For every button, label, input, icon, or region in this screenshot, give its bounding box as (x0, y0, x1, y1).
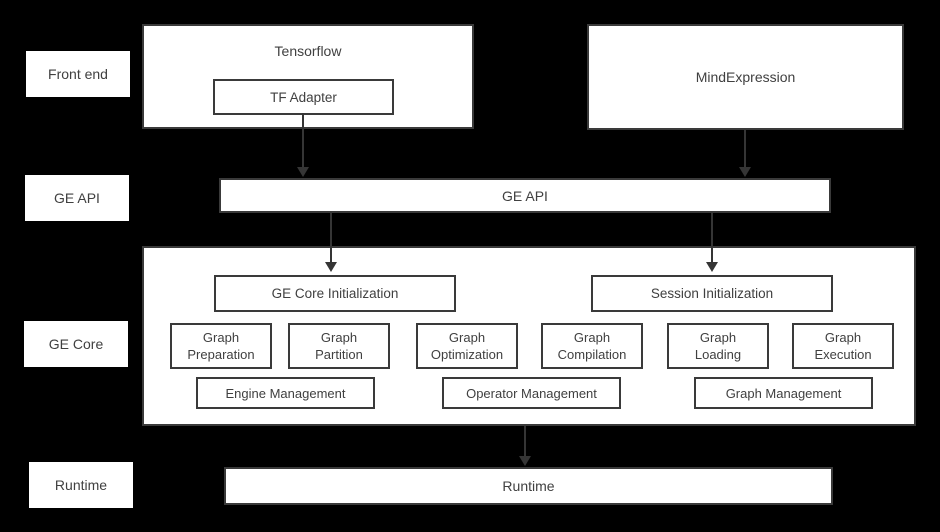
ge-core-box: GE Core Initialization Session Initializ… (142, 246, 916, 426)
tensorflow-title: Tensorflow (274, 43, 342, 59)
row-label-runtime: Runtime (29, 462, 133, 508)
graph-management-box: Graph Management (694, 377, 873, 409)
ge-api-bar: GE API (219, 178, 831, 213)
tf-adapter-box: TF Adapter (213, 79, 394, 115)
operator-management-box: Operator Management (442, 377, 621, 409)
engine-management-box: Engine Management (196, 377, 375, 409)
session-initialization-box: Session Initialization (591, 275, 833, 312)
graph-execution-box: Graph Execution (792, 323, 894, 369)
row-label-ge-api: GE API (25, 175, 129, 221)
arrow-ge-api-to-session-initialization (706, 213, 718, 272)
runtime-bar: Runtime (224, 467, 833, 505)
row-label-front-end: Front end (26, 51, 130, 97)
graph-loading-box: Graph Loading (667, 323, 769, 369)
tensorflow-box: Tensorflow TF Adapter (142, 24, 474, 129)
graph-preparation-box: Graph Preparation (170, 323, 272, 369)
mindexpression-box: MindExpression (587, 24, 904, 130)
arrow-ge-api-to-ge-core-initialization (325, 213, 337, 272)
graph-compilation-box: Graph Compilation (541, 323, 643, 369)
graph-partition-box: Graph Partition (288, 323, 390, 369)
row-label-ge-core: GE Core (24, 321, 128, 367)
arrow-mindexpression-to-ge-api (739, 130, 751, 177)
graph-optimization-box: Graph Optimization (416, 323, 518, 369)
arrow-ge-core-to-runtime (519, 426, 531, 466)
ge-core-initialization-box: GE Core Initialization (214, 275, 456, 312)
arrow-tf-adapter-to-ge-api (297, 113, 309, 177)
